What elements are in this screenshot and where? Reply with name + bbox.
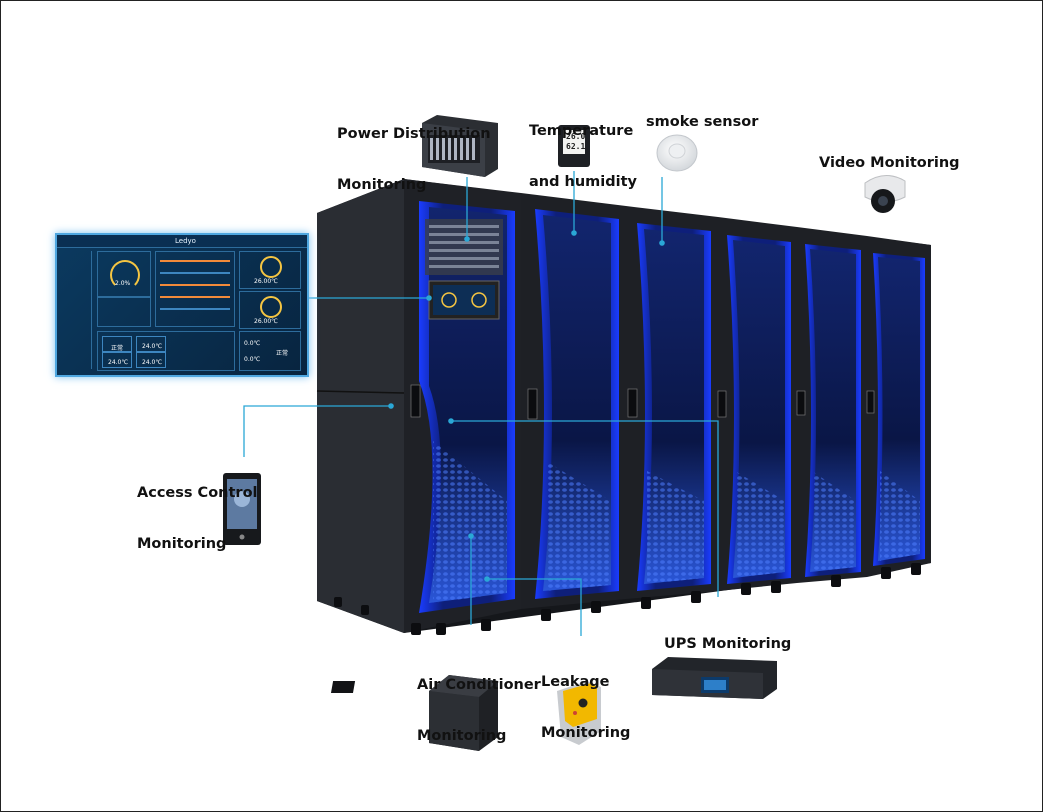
cabinet-doors (419, 201, 925, 613)
label-smoke-sensor: smoke sensor (646, 114, 759, 130)
label-line: Leakage (541, 674, 610, 690)
dashboard-header: Ledyo (57, 235, 307, 248)
ups-device (652, 657, 777, 699)
env-panel: 0.0℃ 0.0℃ 正常 (239, 331, 301, 371)
thermometer-icon (260, 256, 282, 278)
connector-dots (388, 230, 665, 582)
cell-value: 正常 (276, 350, 289, 357)
label-line: Power Distribution (337, 126, 491, 142)
label-line: Monitoring (337, 177, 427, 193)
label-power-distribution: Power Distribution Monitoring (337, 92, 491, 211)
connector-lines (243, 171, 719, 636)
label-line: Temperature (529, 123, 634, 139)
door-handles (410, 384, 875, 420)
label-temperature-humidity: Temperature and humidity (529, 89, 637, 208)
thermometer-temp-reading: 26.0 (566, 132, 586, 141)
temperature-humidity-device (558, 125, 590, 167)
monitoring-dashboard: Ledyo 2.0% 26.00℃ 26.00℃ 正常 24.0℃ 24.0℃ … (55, 233, 309, 377)
cell-value: 0.0℃ (244, 356, 261, 363)
cell: 24.0℃ (136, 336, 166, 352)
cabinet-touch-screen (428, 280, 500, 320)
thermometer-humidity-reading: 62.1 (566, 142, 586, 151)
air-conditioner-device (330, 675, 498, 751)
table-row (160, 308, 230, 310)
diagram-card (97, 297, 151, 327)
label-access-control: Access Control Monitoring (137, 451, 258, 570)
gauge-ring (110, 260, 140, 290)
temp-bottom-value: 26.00℃ (254, 318, 278, 325)
label-line: Air Conditioner (417, 677, 541, 693)
cabinet-feet (334, 563, 921, 635)
leakage-sensor-device (557, 681, 601, 745)
cell: 正常 (102, 336, 132, 352)
cell-value: 正常 (111, 345, 124, 352)
thermometer-icon (260, 296, 282, 318)
temp-card-bottom: 26.00℃ (239, 291, 301, 329)
power-distribution-device (422, 115, 498, 177)
label-line: Monitoring (137, 536, 227, 552)
label-ups-monitoring: UPS Monitoring (664, 636, 792, 652)
dashboard-sidebar (61, 251, 92, 369)
table-row (160, 296, 230, 298)
cell: 24.0℃ (136, 352, 166, 368)
label-line: Access Control (137, 485, 258, 501)
label-air-conditioner: Air Conditioner Monitoring (417, 643, 541, 762)
status-table (155, 251, 235, 327)
label-leakage: Leakage Monitoring (541, 640, 630, 759)
video-camera-device (864, 175, 906, 213)
label-line: Monitoring (541, 725, 631, 741)
cell: 24.0℃ (102, 352, 132, 368)
table-row (160, 272, 230, 274)
table-row (160, 284, 230, 286)
temp-top-value: 26.00℃ (254, 278, 278, 285)
smoke-sensor-device (656, 134, 698, 172)
gauge-card: 2.0% (97, 251, 151, 297)
label-line: Monitoring (417, 728, 507, 744)
temp-card-top: 26.00℃ (239, 251, 301, 289)
label-line: and humidity (529, 174, 637, 190)
dashboard-brand: Ledyo (175, 237, 196, 245)
access-control-device (223, 473, 261, 545)
cell-value: 24.0℃ (142, 343, 163, 350)
cell-value: 24.0℃ (108, 359, 129, 366)
cell-value: 0.0℃ (244, 340, 261, 347)
gauge-value: 2.0% (115, 280, 131, 287)
cell-value: 24.0℃ (142, 359, 163, 366)
label-video-monitoring: Video Monitoring (819, 155, 960, 171)
table-row (160, 260, 230, 262)
ac-panel: 正常 24.0℃ 24.0℃ 24.0℃ (97, 331, 235, 371)
